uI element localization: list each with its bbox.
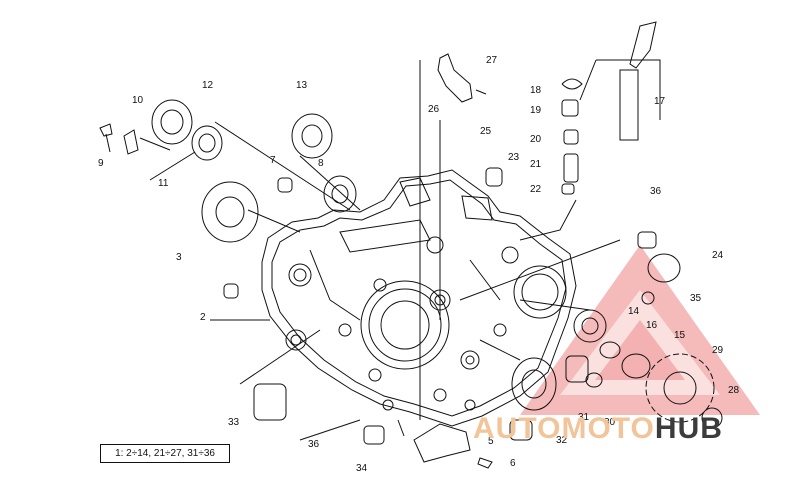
label-26: 26 — [428, 104, 440, 115]
legend-box: 1: 2÷14, 21÷27, 31÷36 — [100, 444, 230, 463]
label-27: 27 — [486, 55, 498, 66]
watermark-part2: HUB — [654, 412, 723, 445]
label-20: 20 — [530, 134, 542, 145]
label-15: 15 — [674, 330, 686, 341]
label-10: 10 — [132, 95, 144, 106]
label-28: 28 — [728, 385, 740, 396]
crankcase-half — [261, 169, 577, 427]
label-36-bottom: 36 — [308, 439, 320, 450]
label-13: 13 — [296, 80, 308, 91]
label-2: 2 — [200, 312, 206, 323]
label-17: 17 — [654, 96, 666, 107]
watermark-text: AUTOMOTOHUB — [473, 412, 723, 446]
label-24: 24 — [712, 250, 724, 261]
label-29: 29 — [712, 345, 724, 356]
label-6: 6 — [510, 458, 516, 469]
label-7: 7 — [270, 155, 276, 166]
label-21: 21 — [530, 159, 542, 170]
watermark-part1: AUTOMOTO — [473, 412, 655, 445]
label-11: 11 — [158, 178, 169, 189]
label-31: 31 — [578, 412, 590, 423]
label-14: 14 — [628, 306, 640, 317]
label-34: 34 — [356, 463, 368, 474]
label-8: 8 — [318, 158, 324, 169]
callout-labels: 2 3 5 6 7 8 9 10 11 12 13 14 15 16 17 18… — [98, 55, 740, 474]
label-25: 25 — [480, 126, 492, 137]
parts — [99, 21, 723, 469]
label-18: 18 — [530, 85, 542, 96]
label-33: 33 — [228, 417, 240, 428]
label-5: 5 — [488, 436, 494, 447]
label-32: 32 — [556, 435, 568, 446]
label-23: 23 — [508, 152, 520, 163]
label-19: 19 — [530, 105, 542, 116]
label-16: 16 — [646, 320, 658, 331]
label-12: 12 — [202, 80, 214, 91]
label-22: 22 — [530, 184, 542, 195]
label-9: 9 — [98, 158, 104, 169]
label-35: 35 — [690, 293, 702, 304]
label-30: 30 — [604, 417, 616, 428]
watermark-logo — [520, 245, 760, 415]
label-36-right: 36 — [650, 186, 662, 197]
label-3: 3 — [176, 252, 182, 263]
